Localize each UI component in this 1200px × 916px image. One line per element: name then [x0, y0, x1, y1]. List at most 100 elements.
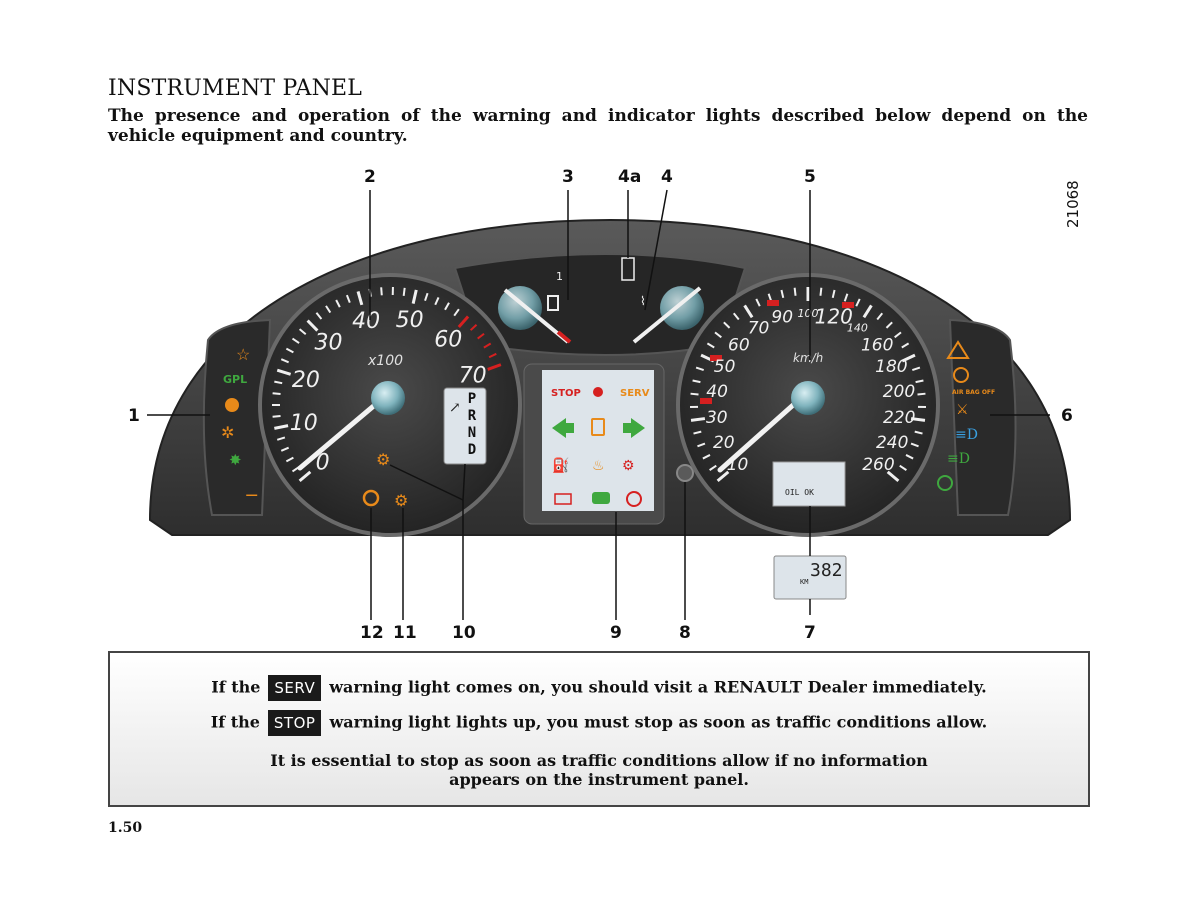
- left-turn-signal-icon: [552, 418, 574, 438]
- temp-gauge-dial: [660, 286, 704, 330]
- tachometer-tick: [276, 436, 286, 441]
- speedometer-tick: [695, 366, 705, 372]
- speedometer-tick: [723, 321, 731, 329]
- callout-4a: 4a: [618, 167, 641, 187]
- speedometer-label: 140: [847, 321, 868, 334]
- callout-12: 12: [360, 623, 384, 643]
- speedometer-label: 180: [875, 357, 907, 377]
- speedometer-tick: [843, 293, 849, 302]
- fuel-gauge-redline: [556, 330, 572, 344]
- no-info-notice-line1: It is essential to stop as soon as traff…: [270, 751, 928, 770]
- gear-letter: P: [468, 391, 476, 407]
- speedometer-tick: [876, 312, 884, 321]
- odometer-unit: KM: [800, 578, 808, 586]
- speedometer-tick: [819, 287, 823, 296]
- preheat-icon: ♨: [592, 458, 605, 474]
- callout-10: 10: [452, 623, 476, 643]
- handbrake-warning-icon: [362, 489, 380, 507]
- tachometer-tick: [411, 289, 418, 304]
- tachometer-label: 60: [434, 328, 462, 353]
- tachometer-tick: [272, 414, 281, 418]
- engine-warning-icon: ⚙: [376, 450, 390, 469]
- callout-leaders: [147, 189, 1050, 620]
- tachometer-label: 30: [315, 331, 343, 356]
- tachometer-tick: [274, 424, 289, 430]
- speedometer-label: 60: [728, 335, 750, 355]
- speedometer-tick: [910, 442, 919, 448]
- tachometer-tick: [469, 324, 478, 331]
- speedometer-tick: [831, 289, 836, 299]
- temp-gauge-needle: [632, 286, 702, 344]
- callout-9: 9: [610, 623, 622, 643]
- tachometer-tick: [444, 302, 450, 311]
- tachometer-tick: [274, 380, 283, 385]
- speedometer-tick: [894, 331, 902, 339]
- tachometer-label: 0: [316, 450, 330, 475]
- speedometer-tick: [901, 342, 910, 349]
- callout-3: 3: [562, 167, 574, 187]
- speedometer-lcd: [772, 461, 846, 507]
- tachometer-tick: [276, 368, 292, 376]
- fuel-temp-bay: [453, 253, 747, 356]
- battery-charge-icon: [554, 493, 572, 505]
- seat-heater-icon: ⚊: [245, 482, 258, 500]
- speedometer-tick: [885, 321, 893, 329]
- tachometer-tick: [291, 337, 300, 344]
- front-fog-light-icon: ✸: [229, 451, 242, 469]
- tachometer-tick: [356, 291, 364, 306]
- callout-2: 2: [364, 167, 376, 187]
- no-info-notice-line2: appears on the instrument panel.: [449, 770, 749, 789]
- speedometer-label: 70: [748, 318, 770, 338]
- speedometer-label: 260: [862, 455, 894, 475]
- speedometer-tick: [732, 312, 740, 321]
- tachometer-label: 70: [459, 364, 487, 389]
- speedometer-tick: [697, 442, 706, 448]
- speedometer-tick: [910, 417, 926, 422]
- passenger-airbag-icon: [225, 398, 239, 412]
- tachometer-label: 50: [396, 308, 424, 333]
- tachometer-tick: [380, 287, 383, 296]
- tachometer-tick: [457, 315, 470, 329]
- tachometer-tick: [345, 294, 351, 303]
- reset-knob: [676, 464, 694, 482]
- tachometer-tick: [483, 342, 492, 349]
- speedometer-tick: [706, 342, 715, 349]
- tachometer-tick: [285, 456, 294, 463]
- anti-pollution-icon: ⚙: [394, 491, 408, 510]
- callout-7: 7: [804, 623, 816, 643]
- dipped-beam-icon: ≡D: [947, 451, 970, 467]
- cruise-control-icon: [937, 475, 953, 491]
- speedometer-tick: [690, 417, 706, 422]
- speedometer-tick: [755, 298, 761, 307]
- tachometer-tick: [335, 299, 341, 308]
- speedometer-tick: [905, 454, 914, 460]
- speedometer-tick: [911, 366, 921, 372]
- speedometer-label: 160: [861, 335, 893, 355]
- tachometer-unit: x100: [367, 353, 403, 369]
- gear-letter: D: [468, 442, 476, 458]
- speedometer-speed-marker: [767, 300, 779, 306]
- seatbelt-reminder-icon: ☆: [236, 345, 250, 364]
- speedometer-label: 220: [883, 408, 915, 428]
- speedometer-speed-marker: [842, 302, 854, 308]
- speedometer-label: 200: [883, 382, 915, 402]
- gpl-indicator: GPL: [223, 373, 247, 386]
- speedometer-tick: [899, 464, 907, 471]
- gear-letter: R: [468, 408, 477, 424]
- speedometer-tick: [780, 289, 785, 299]
- callout-4: 4: [661, 167, 673, 187]
- tachometer-tick: [280, 358, 290, 364]
- oil-pressure-icon: ⛽: [552, 457, 569, 474]
- speedometer-tick: [793, 287, 797, 296]
- red-warning-dot: [593, 387, 603, 397]
- fuel-gauge-dial: [498, 286, 542, 330]
- callout-6: 6: [1061, 406, 1073, 426]
- speedometer-tick: [714, 331, 722, 339]
- speedometer-label: 90: [771, 308, 793, 328]
- tachometer-ticks: [272, 287, 502, 482]
- airbag-off-indicator: AIR BAG OFF: [952, 389, 995, 396]
- speedometer-label: 120: [815, 305, 853, 329]
